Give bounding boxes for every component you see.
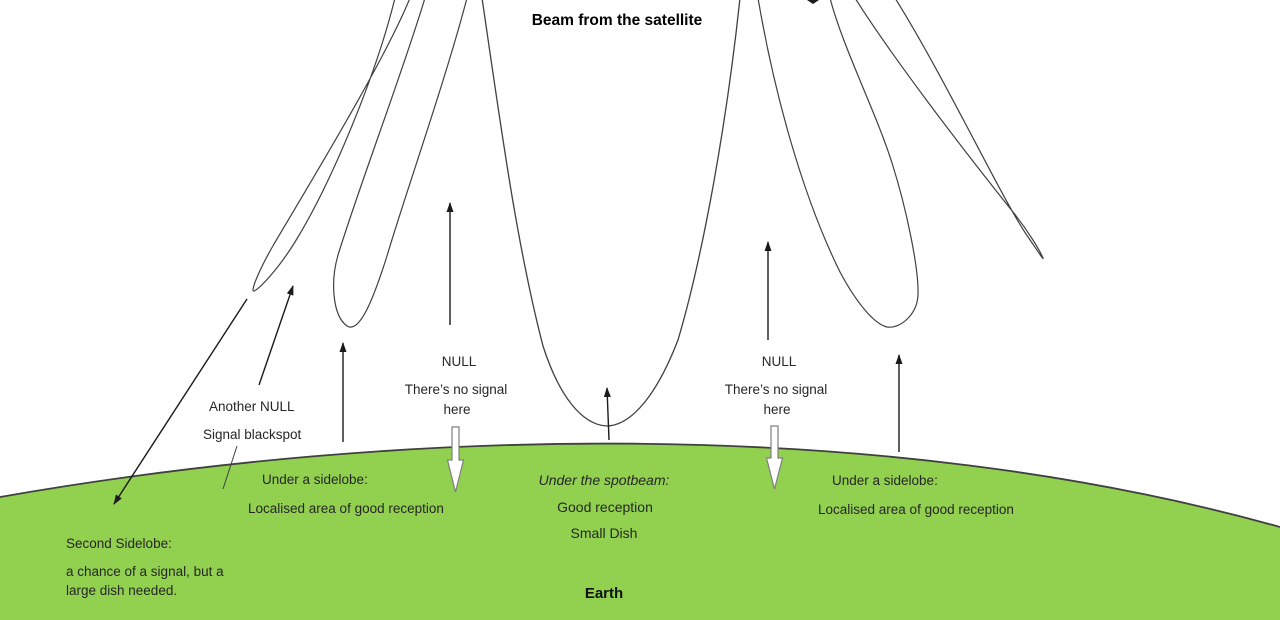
label-signal-blackspot: Signal blackspot <box>203 427 302 442</box>
label-null-right-line3: here <box>763 402 791 417</box>
earth-shape <box>0 443 1280 620</box>
label-under-sidelobe-right: Under a sidelobe: <box>832 473 938 488</box>
label-second-sidelobe-line1: a chance of a signal, but a <box>66 564 224 579</box>
blackspot-callout-line <box>222 445 238 490</box>
label-small-dish: Small Dish <box>570 525 638 541</box>
label-another-null: Another NULL <box>209 399 295 414</box>
second-sidelobe-left-lobe <box>252 0 410 292</box>
clipped-shape-fragment <box>807 0 819 4</box>
label-null-right: NULL <box>761 354 797 369</box>
label-localised-reception-right: Localised area of good reception <box>818 502 1014 517</box>
second-sidelobe-arrow <box>113 298 248 505</box>
label-null-right-line2: There’s no signal <box>724 382 828 397</box>
label-earth: Earth <box>584 585 624 602</box>
label-second-sidelobe-line2: large dish needed. <box>66 583 178 598</box>
diagram-title: Beam from the satellite <box>531 12 703 29</box>
label-good-reception: Good reception <box>557 499 653 515</box>
label-null-left-line3: here <box>443 402 471 417</box>
label-under-spotbeam: Under the spotbeam: <box>538 472 670 488</box>
label-second-sidelobe-heading: Second Sidelobe: <box>66 536 172 551</box>
null-right-block-arrow <box>765 425 784 490</box>
first-sidelobe-left-lobe <box>333 0 468 328</box>
another-null-arrow <box>258 285 294 386</box>
label-under-sidelobe-left: Under a sidelobe: <box>262 472 368 487</box>
earth-horizon-line <box>0 442 1280 528</box>
first-sidelobe-right-lobe <box>757 0 919 328</box>
spotbeam-arrow <box>603 387 611 441</box>
label-null-left: NULL <box>441 354 477 369</box>
label-null-left-line2: There’s no signal <box>404 382 508 397</box>
second-sidelobe-right-lobe <box>855 0 1044 260</box>
null-left-block-arrow <box>446 426 465 493</box>
label-localised-reception-left: Localised area of good reception <box>248 501 444 516</box>
main-beam-lobe <box>481 0 741 427</box>
